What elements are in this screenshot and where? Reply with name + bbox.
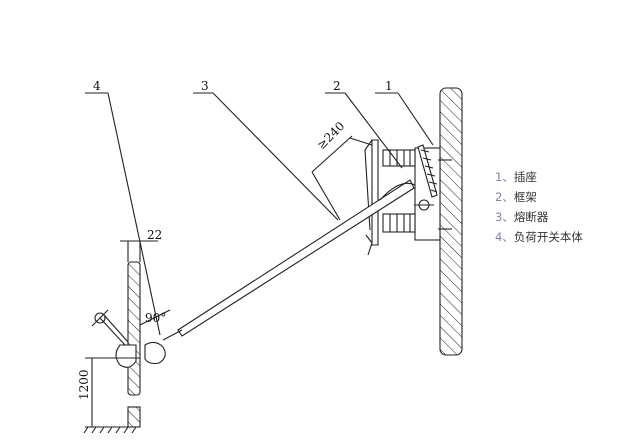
legend-item: 2、框架: [495, 190, 537, 204]
legend: 1、插座 2、框架 3、熔断器 4、负荷开关本体: [495, 170, 583, 250]
label-part-3: 3: [201, 79, 209, 93]
label-part-1: 1: [385, 79, 393, 93]
label-angle: 90°: [145, 311, 166, 325]
legend-item: 1、插座: [495, 170, 537, 184]
label-1200: 1200: [77, 369, 91, 400]
lower-insulator: [382, 213, 416, 233]
left-wall: [127, 261, 141, 396]
legend-item: 4、负荷开关本体: [495, 230, 583, 244]
label-part-2: 2: [333, 79, 341, 93]
right-wall: [439, 87, 463, 356]
legend-item: 3、熔断器: [495, 210, 549, 224]
fuse-tube: [417, 144, 438, 198]
handle-mechanism: [91, 309, 183, 368]
label-part-4: 4: [93, 79, 101, 93]
label-gap: ≥240: [314, 119, 347, 152]
left-wall-lower: [127, 406, 141, 428]
label-22: 22: [147, 228, 162, 242]
operating-bar: [177, 179, 415, 337]
